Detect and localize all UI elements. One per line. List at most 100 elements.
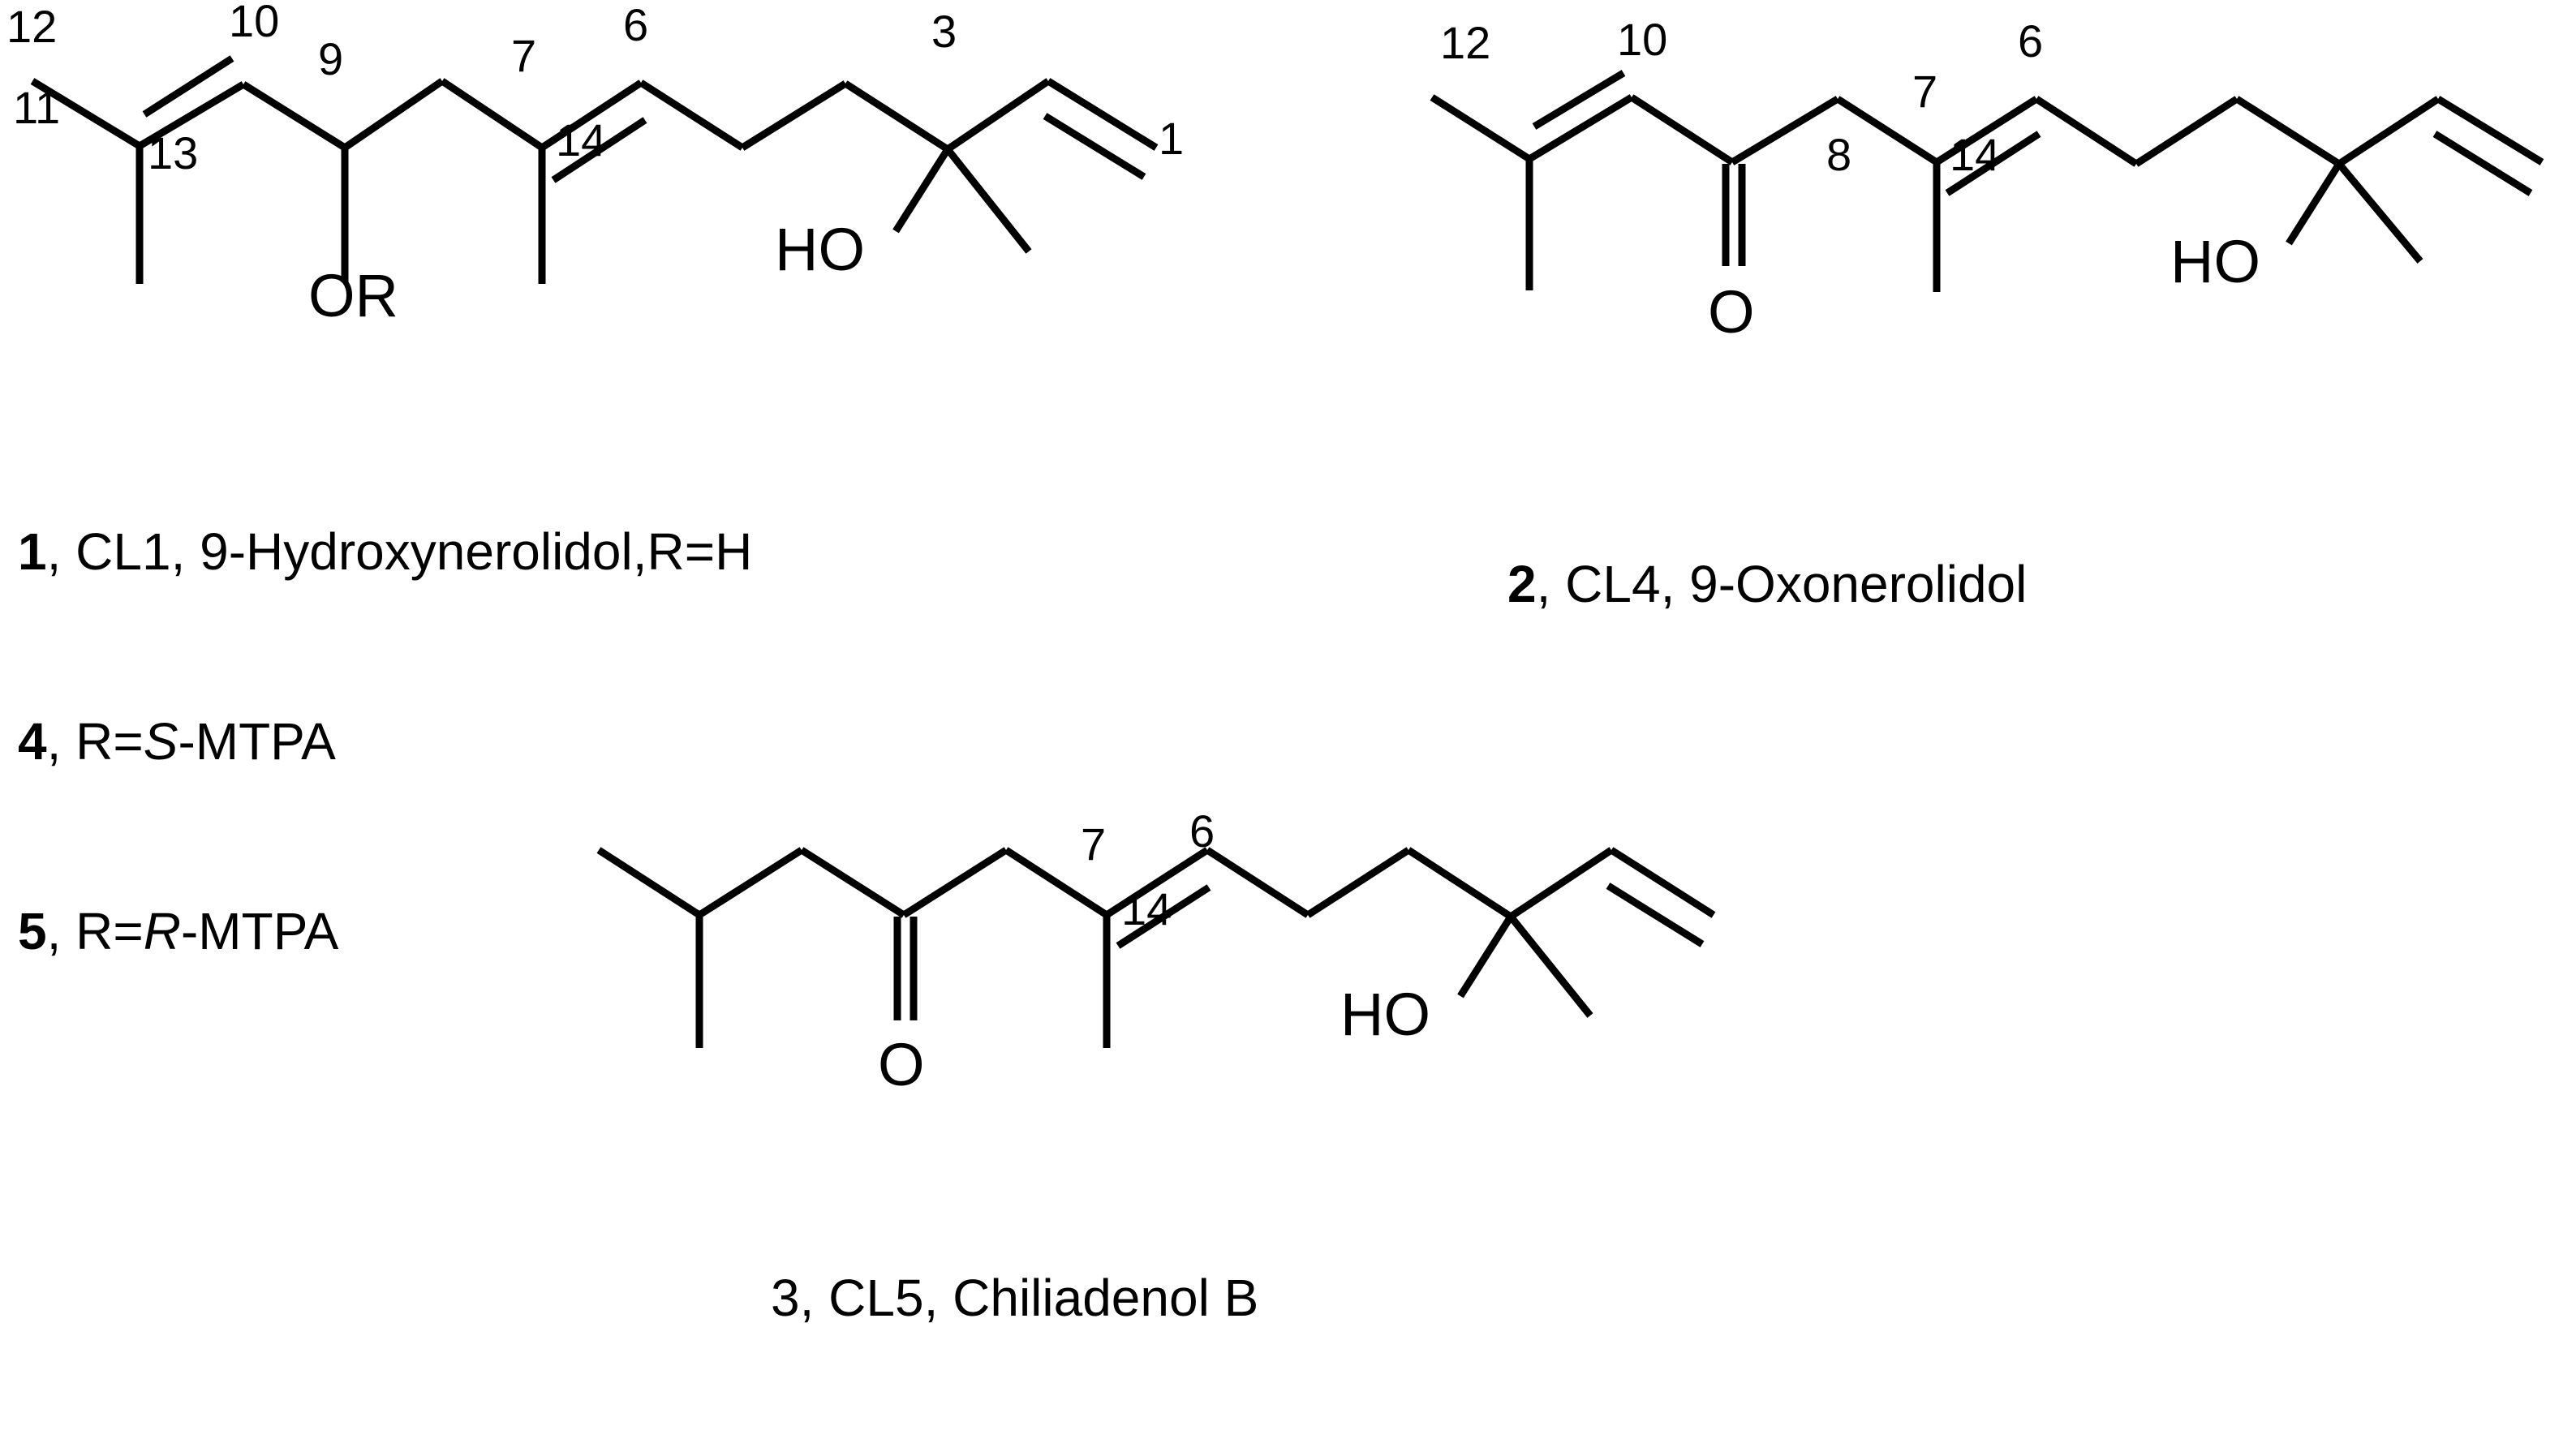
locant-12: 12 <box>6 1 57 52</box>
bond-c2-c1 <box>1609 847 1716 918</box>
locant-12: 12 <box>1440 17 1490 68</box>
label-hydroxyl: HO <box>2170 228 2260 295</box>
caption-line-4: 4, R=S-MTPA <box>18 710 752 773</box>
bond-c5-c4 <box>2134 96 2239 167</box>
bond-c3-methyl <box>1507 914 1593 1018</box>
compound-name-3: , CL5, Chiliadenol B <box>799 1269 1259 1327</box>
caption-structure-3: 3, CL5, Chiliadenol B <box>771 1140 1258 1456</box>
bond-c7-c6 <box>540 79 643 151</box>
locant-9: 9 <box>318 33 343 84</box>
compound-number-3: 3 <box>771 1269 800 1327</box>
locant-3: 3 <box>931 6 957 57</box>
caption-line-2: 2, CL4, 9-Oxonerolidol <box>1507 552 2027 616</box>
bond-c3-methyl <box>2336 161 2423 264</box>
label-ketone-oxygen: O <box>1708 278 1755 346</box>
bond-c7-c6-double <box>551 117 647 183</box>
bond-c8-c7 <box>1004 847 1109 918</box>
bond-c12-c11 <box>30 78 142 149</box>
compound-4-suffix: -MTPA <box>178 712 336 771</box>
label-hydroxyl: HO <box>775 216 865 283</box>
bond-c8-c7 <box>1835 96 1939 165</box>
bond-c3-c2 <box>2337 96 2441 167</box>
compound-number-1: 1 <box>18 522 47 581</box>
locant-10: 10 <box>1617 14 1667 65</box>
bond-c8-c7 <box>440 78 544 151</box>
locant-7: 7 <box>1912 66 1937 117</box>
bond-c10-c9 <box>1629 94 1735 165</box>
bond-c6-c5 <box>2034 96 2139 167</box>
bond-c3-oh <box>892 147 951 234</box>
structure-1-svg: OR HO 12 10 9 11 13 7 14 6 3 1 <box>6 0 1184 329</box>
bond-c12-c11 <box>1430 94 1532 162</box>
structure-2-9-oxonerolidol: O HO 12 10 8 7 14 6 <box>1408 8 2576 373</box>
bond-c7-c6 <box>1934 96 2039 165</box>
compound-4-prefix: , R= <box>46 712 144 771</box>
bond-c5-c4 <box>1305 847 1411 918</box>
figure-canvas: OR HO 12 10 9 11 13 7 14 6 3 1 <box>0 0 2576 1327</box>
caption-structure-1: 1, CL1, 9-Hydroxynerolidol,R=H 4, R=S-MT… <box>18 393 752 1089</box>
bond-c9-c8 <box>342 78 445 151</box>
bond-c7-c6-double <box>1116 884 1211 949</box>
bond-c3-methyl <box>944 147 1032 254</box>
locant-14: 14 <box>1950 129 2000 180</box>
bond-c5-c4 <box>740 80 848 151</box>
structure-1-9-hydroxynerolidol: OR HO 12 10 9 11 13 7 14 6 3 1 <box>0 0 1266 381</box>
bond-c7-c6 <box>1104 847 1210 918</box>
bond-c6-c5 <box>1205 847 1310 918</box>
bond-c3-oh <box>2286 161 2342 246</box>
compound-number-4: 4 <box>18 712 47 771</box>
caption-structure-2: 2, CL4, 9-Oxonerolidol <box>1507 426 2027 742</box>
compound-5-suffix: -MTPA <box>180 902 339 960</box>
compound-5-stereo: R <box>143 902 181 960</box>
bond-c4-c3 <box>2234 96 2342 167</box>
locant-10: 10 <box>229 0 279 46</box>
label-ketone-oxygen: O <box>878 1031 925 1098</box>
bond-c4-c3 <box>843 80 950 152</box>
locant-8: 8 <box>1826 129 1851 180</box>
label-or: OR <box>308 262 398 329</box>
compound-number-2: 2 <box>1507 555 1537 613</box>
compound-name-2: , CL4, 9-Oxonerolidol <box>1536 555 2028 613</box>
locant-6: 6 <box>2018 15 2043 67</box>
locant-7: 7 <box>511 30 536 81</box>
locant-6: 6 <box>1189 805 1215 857</box>
bond-c9-c8 <box>901 847 1008 918</box>
bond-c2-c1-double <box>1043 113 1146 180</box>
locant-14: 14 <box>1121 883 1172 934</box>
locant-14: 14 <box>556 114 606 165</box>
structure-3-chiliadenol-b: O HO 7 14 6 <box>568 805 1785 1127</box>
bond-c3-c2 <box>1508 847 1614 920</box>
bond-c11-c10 <box>697 847 804 918</box>
bond-c10-c9 <box>799 847 906 918</box>
compound-number-5: 5 <box>18 902 47 960</box>
structure-2-svg: O HO 12 10 8 7 14 6 <box>1430 14 2544 346</box>
bond-c6-c5 <box>639 79 745 151</box>
bond-c11-c10 <box>137 81 246 149</box>
caption-line-5: 5, R=R-MTPA <box>18 900 752 963</box>
caption-line-3: 3, CL5, Chiliadenol B <box>771 1266 1258 1329</box>
locant-11: 11 <box>13 82 60 133</box>
bond-c11-c10-double <box>1532 70 1626 130</box>
bond-c11-c10-double <box>142 55 234 118</box>
locant-1: 1 <box>1159 113 1184 164</box>
locant-6: 6 <box>623 0 648 50</box>
bond-methyl-c11 <box>596 847 702 918</box>
bond-c2-c1 <box>2436 96 2544 165</box>
locant-13: 13 <box>148 127 198 178</box>
bond-c2-c1-double <box>1606 883 1705 947</box>
bond-c7-c6-double <box>1945 131 2041 196</box>
structure-3-svg: O HO 7 14 6 <box>596 805 1716 1098</box>
compound-4-stereo: S <box>143 712 178 771</box>
bond-c3-c2 <box>945 78 1051 152</box>
bond-c3-oh <box>1457 914 1514 999</box>
bond-c10-c9 <box>241 81 347 151</box>
compound-name-1: , CL1, 9-Hydroxynerolidol,R=H <box>46 522 753 581</box>
bond-c2-c1-double <box>2432 131 2533 196</box>
bond-c11-c10 <box>1527 94 1634 162</box>
compound-5-prefix: , R= <box>46 902 144 960</box>
label-hydroxyl: HO <box>1340 981 1430 1048</box>
bond-c9-c8 <box>1730 96 1840 165</box>
caption-line-1: 1, CL1, 9-Hydroxynerolidol,R=H <box>18 520 752 583</box>
bond-c2-c1 <box>1046 78 1159 151</box>
locant-7: 7 <box>1081 818 1106 870</box>
